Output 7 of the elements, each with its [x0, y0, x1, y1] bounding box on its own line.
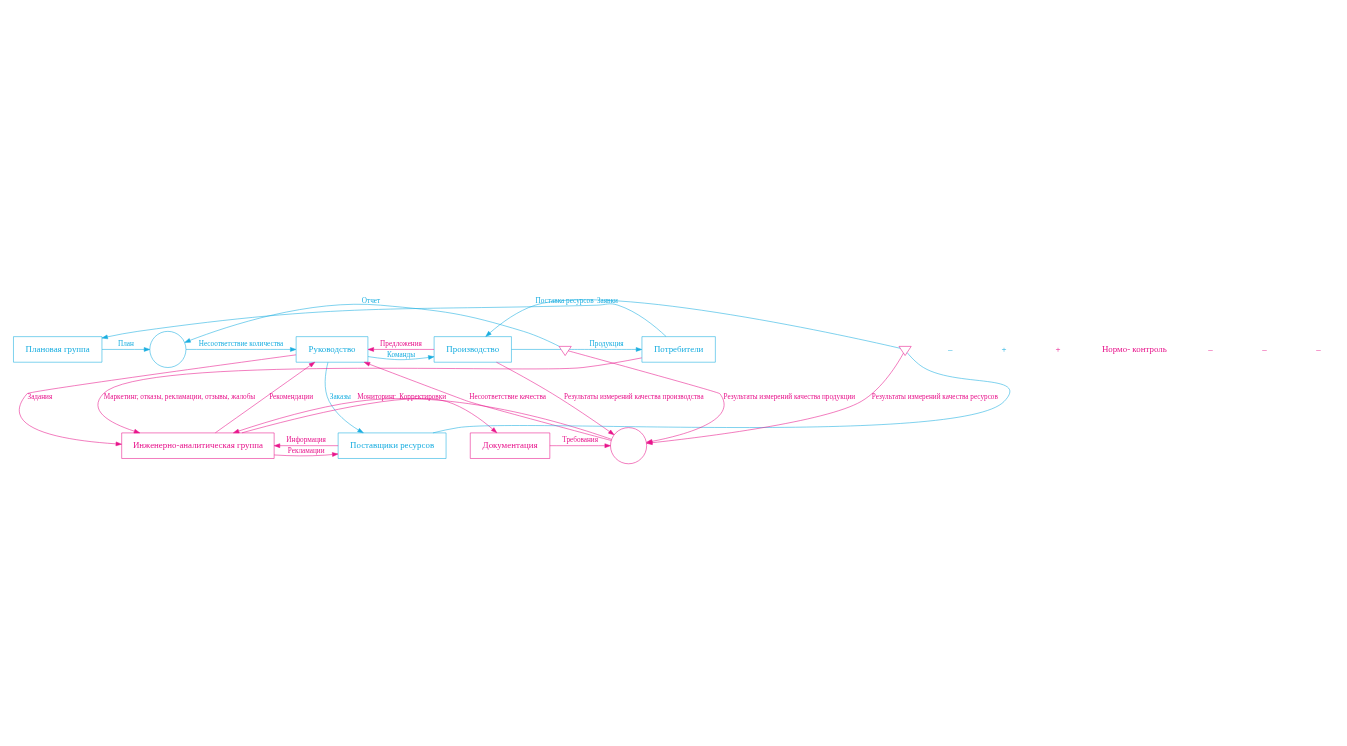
- label: –: [947, 343, 953, 354]
- label: –: [1208, 343, 1213, 354]
- label: –: [1316, 343, 1321, 354]
- label: +: [1055, 343, 1061, 354]
- label: –: [1262, 343, 1267, 354]
- label: +: [1001, 343, 1007, 354]
- label: Нормо- контроль: [1101, 343, 1167, 354]
